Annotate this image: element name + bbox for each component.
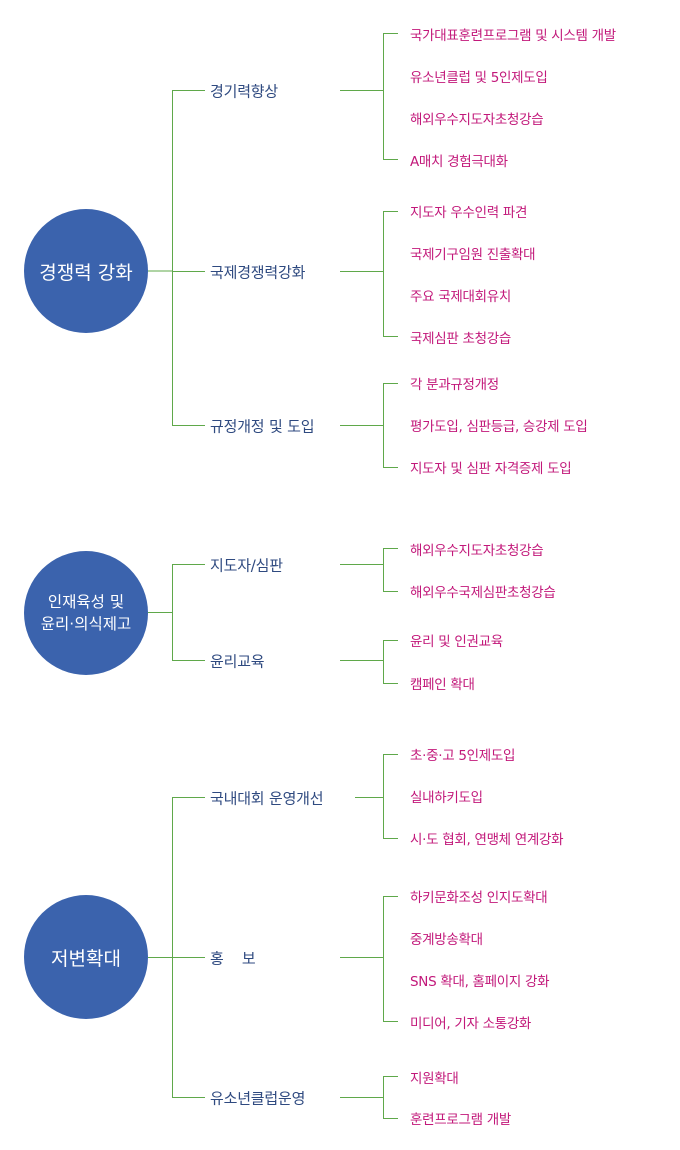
group-label-international: 국제경쟁력강화 <box>210 263 306 282</box>
group-label-regulations: 규정개정 및 도입 <box>210 417 315 436</box>
group-label-performance: 경기력향상 <box>210 82 279 101</box>
section-circle-talent-ethics: 인재육성 및 윤리·의식제고 <box>24 551 148 675</box>
list-item: A매치 경험극대화 <box>410 154 508 170</box>
list-item: 각 분과규정개정 <box>410 377 499 393</box>
list-item: 주요 국제대회유치 <box>410 289 511 305</box>
list-item: 지도자 및 심판 자격증제 도입 <box>410 461 572 477</box>
list-item: 국제심판 초청강습 <box>410 331 511 347</box>
list-item: SNS 확대, 홈페이지 강화 <box>410 974 550 990</box>
list-item: 지도자 우수인력 파견 <box>410 205 528 221</box>
list-item: 해외우수지도자초청강습 <box>410 543 544 559</box>
list-item: 지원확대 <box>410 1071 459 1087</box>
list-item: 해외우수국제심판초청강습 <box>410 585 556 601</box>
section-circle-expansion: 저변확대 <box>24 895 148 1019</box>
list-item: 실내하키도입 <box>410 790 483 806</box>
group-label-ethics: 윤리교육 <box>210 652 265 671</box>
list-item: 캠페인 확대 <box>410 677 475 693</box>
section-title-line: 인재육성 및 <box>47 593 125 611</box>
list-item: 국가대표훈련프로그램 및 시스템 개발 <box>410 28 616 44</box>
section-title-line: 윤리·의식제고 <box>40 615 132 633</box>
list-item: 하키문화조성 인지도확대 <box>410 890 548 906</box>
list-item: 평가도입, 심판등급, 승강제 도입 <box>410 419 588 435</box>
section-title: 저변확대 <box>51 947 121 970</box>
group-label-coach-referee: 지도자/심판 <box>210 556 283 575</box>
group-label-promotion: 홍 보 <box>210 949 256 968</box>
list-item: 유소년클럽 및 5인제도입 <box>410 70 548 86</box>
list-item: 국제기구임원 진출확대 <box>410 247 536 263</box>
list-item: 시·도 협회, 연맹체 연계강화 <box>410 832 564 848</box>
list-item: 윤리 및 인권교육 <box>410 634 503 650</box>
list-item: 미디어, 기자 소통강화 <box>410 1016 532 1032</box>
section-title: 경쟁력 강화 <box>39 261 133 284</box>
list-item: 훈련프로그램 개발 <box>410 1112 511 1128</box>
list-item: 초·중·고 5인제도입 <box>410 748 516 764</box>
group-label-domestic: 국내대회 운영개선 <box>210 789 324 808</box>
section-circle-competitiveness: 경쟁력 강화 <box>24 209 148 333</box>
list-item: 중계방송확대 <box>410 932 483 948</box>
list-item: 해외우수지도자초청강습 <box>410 112 544 128</box>
group-label-youth-club: 유소년클럽운영 <box>210 1089 306 1108</box>
